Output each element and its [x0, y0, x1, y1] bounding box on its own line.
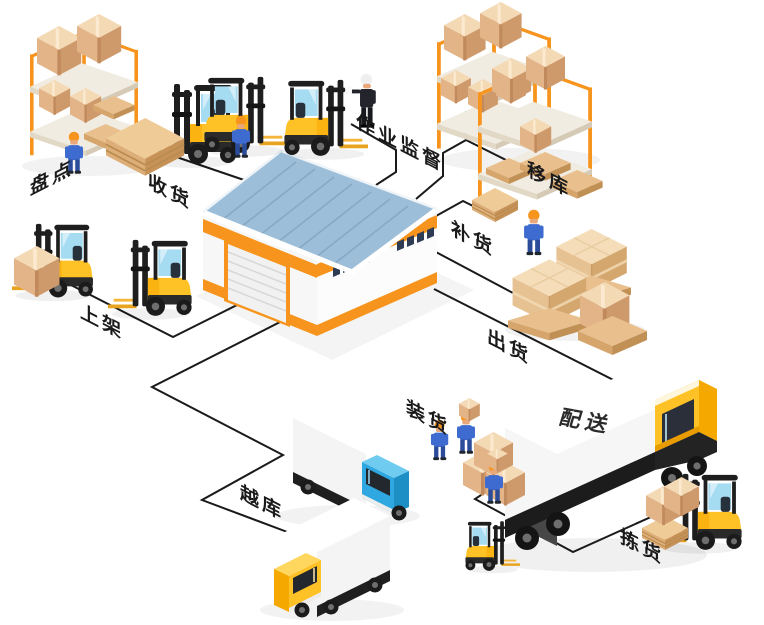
picking-area — [641, 473, 742, 554]
connector-cross-docking — [149, 319, 291, 534]
box-truck-yellow-illustration — [274, 498, 390, 618]
connector-replenishment — [435, 199, 478, 217]
warehouse-roller-door — [228, 244, 286, 323]
connector-shipping — [433, 288, 644, 396]
relocation-station — [435, 2, 603, 202]
delivery-truck-illustration — [505, 360, 717, 550]
connector-outbound-pallets — [433, 250, 529, 302]
warehouse-roof — [203, 151, 437, 272]
putaway-station — [12, 223, 192, 320]
connector-putaway — [64, 281, 258, 339]
connector-supervision — [350, 123, 397, 186]
supervision-station — [204, 74, 376, 160]
replenishment-worker — [524, 209, 544, 256]
warehouse-building-illustration — [202, 149, 439, 336]
replenishment-station — [471, 187, 647, 355]
putaway-forklift-2 — [108, 239, 192, 320]
delivery-station — [430, 360, 742, 574]
cross-docking-station — [274, 400, 409, 618]
